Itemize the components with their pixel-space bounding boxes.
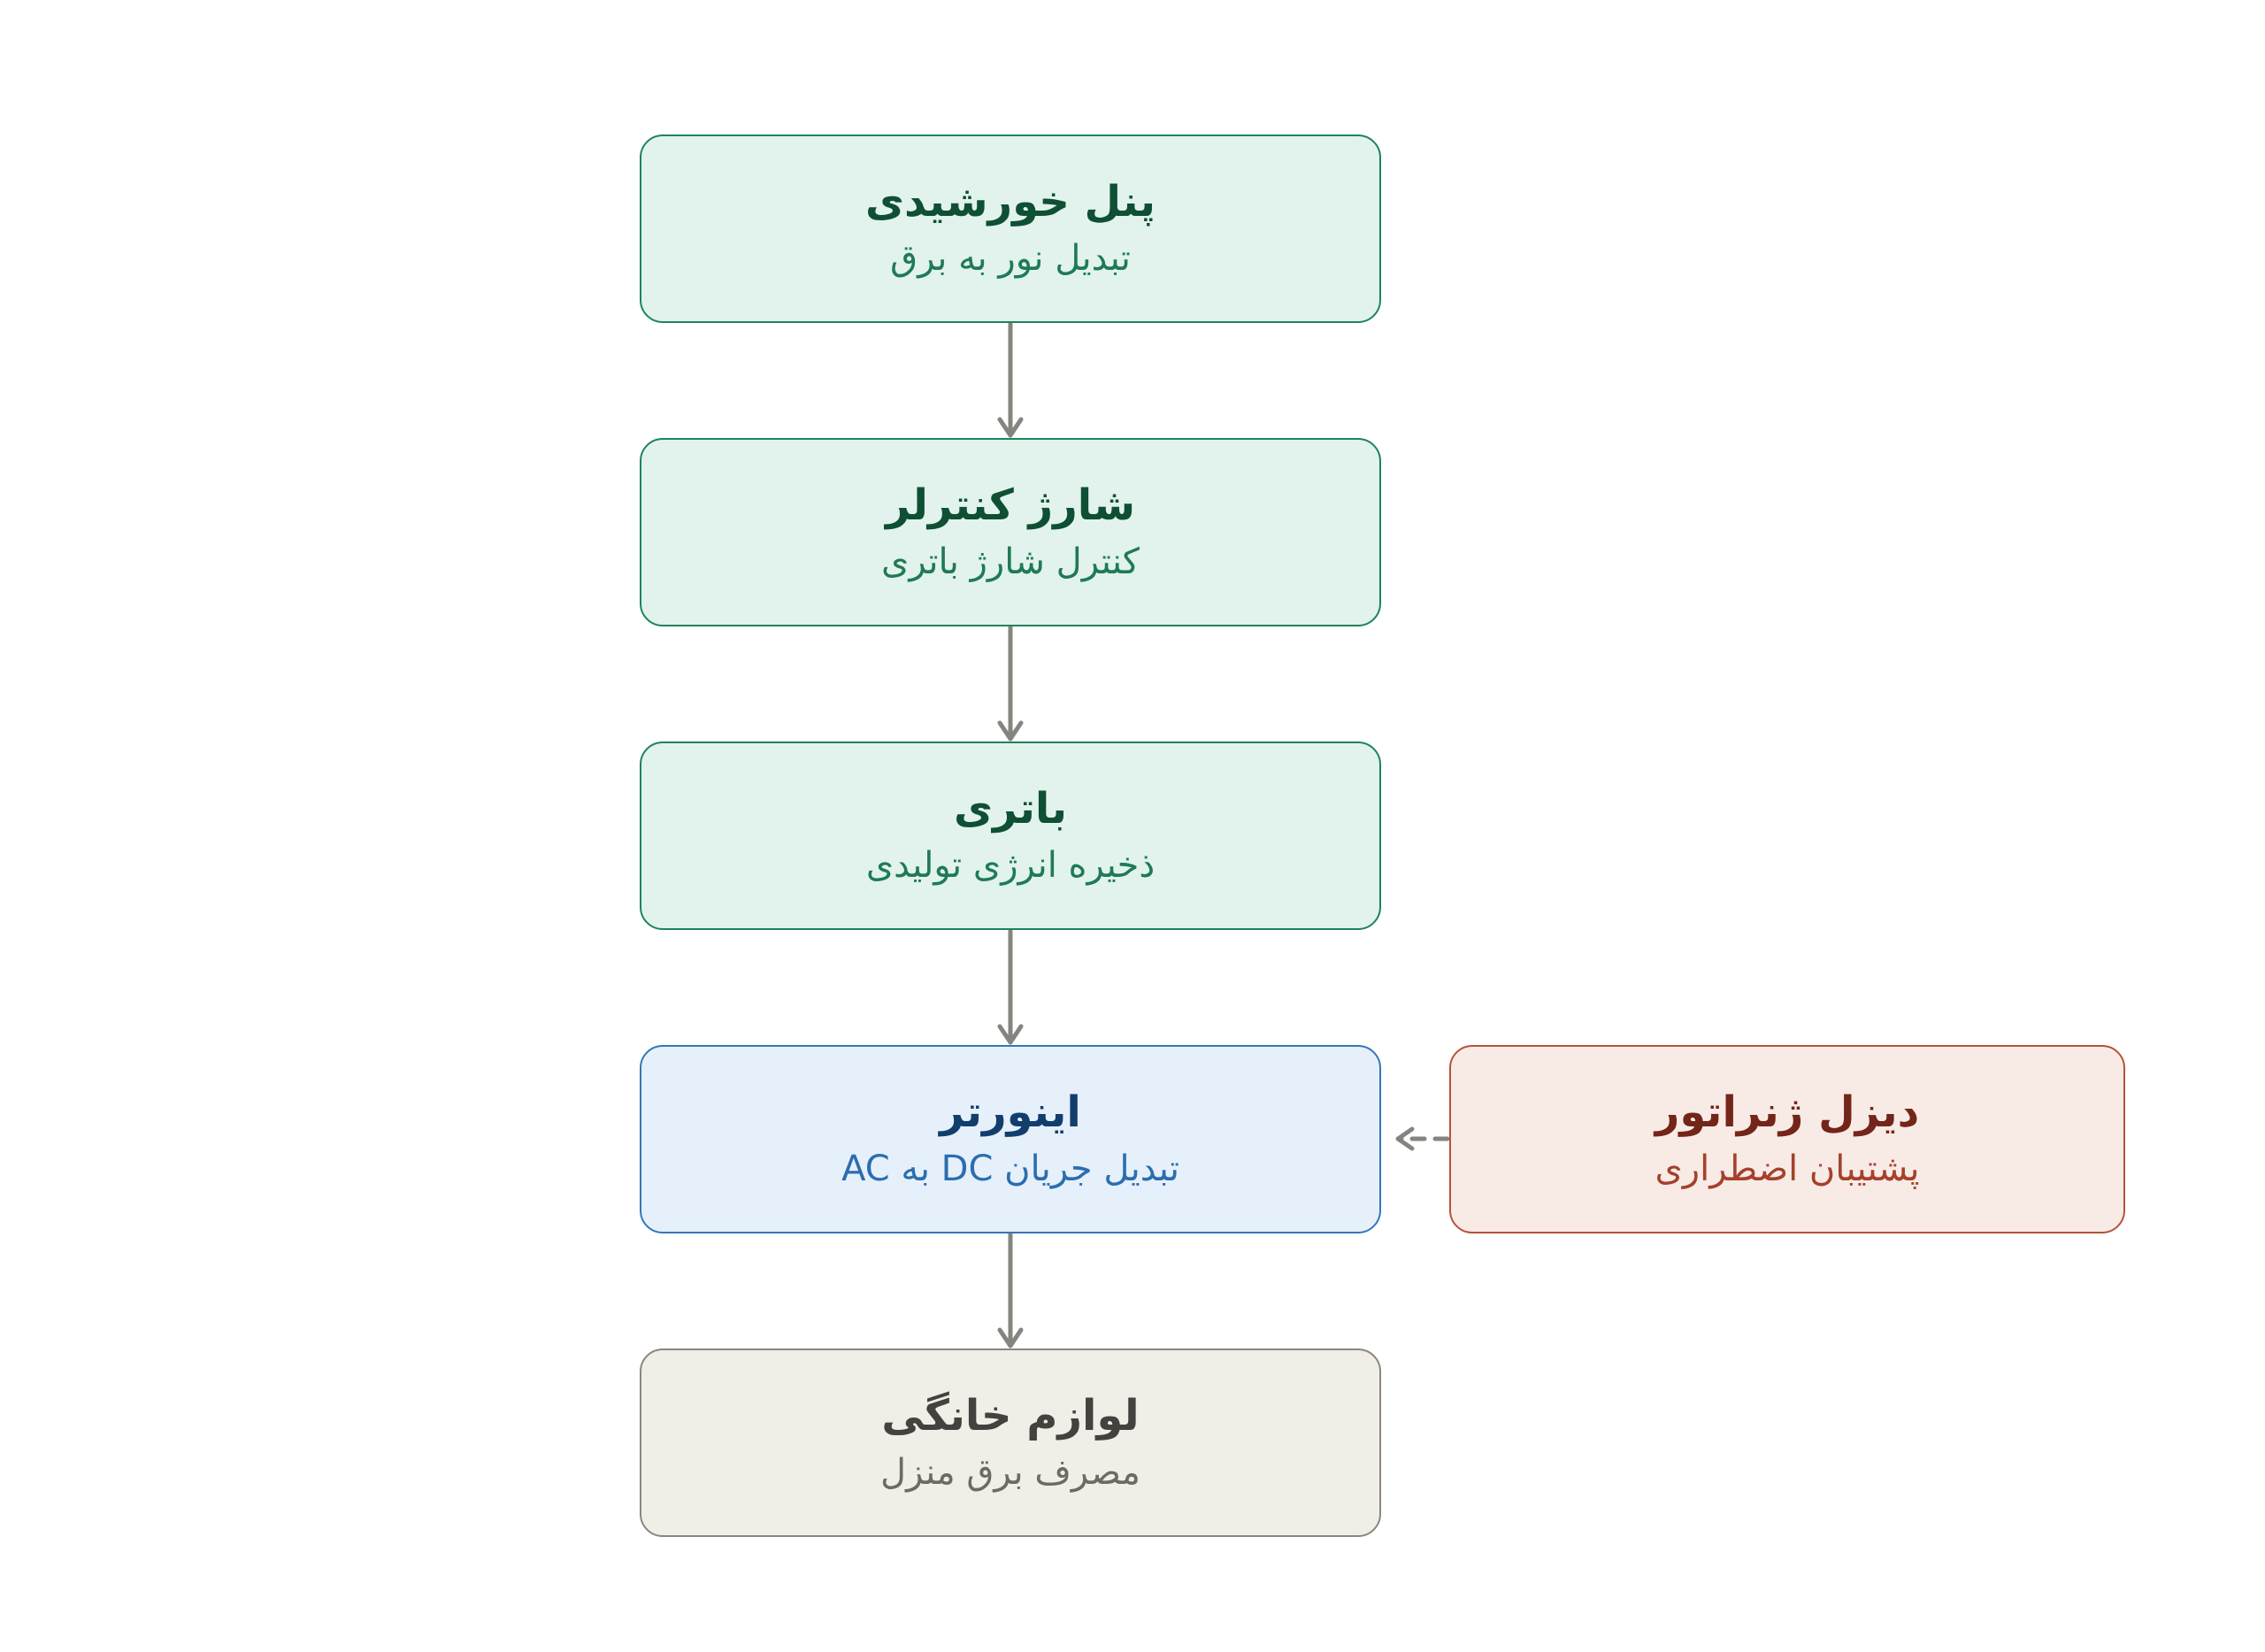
node-solar-panel-subtitle: تبدیل نور به برق <box>890 237 1131 279</box>
node-home-appliances: لوازم خانگی مصرف برق منزل <box>640 1348 1381 1537</box>
node-home-appliances-subtitle: مصرف برق منزل <box>880 1451 1140 1493</box>
node-charge-controller: شارژ کنترلر کنترل شارژ باتری <box>640 438 1381 626</box>
node-charge-controller-subtitle: کنترل شارژ باتری <box>881 541 1140 582</box>
edge-solar-to-charge-arrowhead <box>997 417 1024 438</box>
node-battery-title: باتری <box>954 783 1067 834</box>
node-diesel-generator-subtitle: پشتیبان اضطراری <box>1655 1148 1920 1189</box>
node-inverter: اینورتر تبدیل جریان DC به AC <box>640 1045 1381 1233</box>
edge-diesel-to-inverter-arrowhead <box>1395 1126 1415 1151</box>
node-inverter-subtitle: تبدیل جریان DC به AC <box>841 1148 1179 1189</box>
node-solar-panel: پنل خورشیدی تبدیل نور به برق <box>640 134 1381 323</box>
edge-charge-to-battery-arrowhead <box>997 720 1024 741</box>
node-battery: باتری ذخیره انرژی تولیدی <box>640 741 1381 930</box>
node-battery-subtitle: ذخیره انرژی تولیدی <box>865 844 1156 886</box>
node-diesel-generator: دیزل ژنراتور پشتیبان اضطراری <box>1449 1045 2125 1233</box>
node-solar-panel-title: پنل خورشیدی <box>865 176 1156 227</box>
node-home-appliances-title: لوازم خانگی <box>881 1390 1140 1441</box>
node-charge-controller-title: شارژ کنترلر <box>885 480 1136 530</box>
edge-inverter-to-appliances-arrowhead <box>997 1327 1024 1348</box>
edge-battery-to-inverter-arrowhead <box>997 1024 1024 1045</box>
node-inverter-title: اینورتر <box>940 1087 1081 1137</box>
node-diesel-generator-title: دیزل ژنراتور <box>1655 1087 1920 1137</box>
